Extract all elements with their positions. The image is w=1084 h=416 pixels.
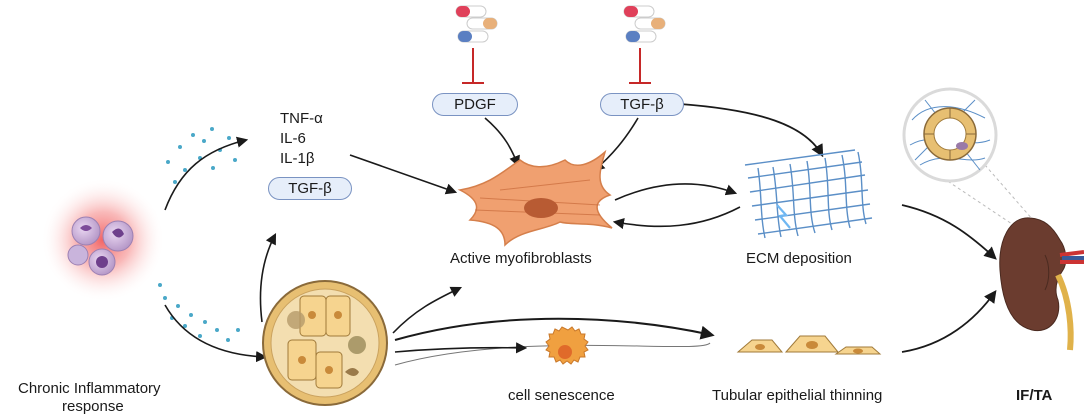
tgf-beta-left-pill: TGF-β xyxy=(268,177,352,200)
ecm-mesh-icon xyxy=(744,149,873,239)
arrow-tubule-long-curve xyxy=(394,342,711,366)
arrow-myofibroblast-to-ecm xyxy=(614,183,738,201)
ecm-label: ECM deposition xyxy=(746,250,852,267)
arrow-tubule-to-tgf xyxy=(259,233,277,323)
arrow-to-cytokines xyxy=(164,136,249,211)
arrow-cytokines-to-myofibroblast xyxy=(349,154,458,195)
tgf-beta-top-pill: TGF-β xyxy=(600,93,684,116)
myofibroblasts-label: Active myofibroblasts xyxy=(450,250,592,267)
arrow-to-tubule xyxy=(164,304,268,363)
epithelial-cell-icon xyxy=(736,335,882,355)
kidney-icon xyxy=(999,217,1084,351)
senescence-label: cell senescence xyxy=(508,387,615,404)
cytokine-tnf-label: TNF-α xyxy=(280,110,323,127)
inhibition-tgf xyxy=(629,48,651,84)
outcome-label: IF/TA xyxy=(1016,387,1053,404)
cytokine-il1b-label: IL-1β xyxy=(280,150,315,167)
inhibition-pdgf xyxy=(462,48,484,84)
chronic-label-line1: Chronic Inflammatory xyxy=(18,380,161,397)
arrow-pdgf-to-myofibroblast xyxy=(484,117,520,168)
arrow-tgf-to-ecm xyxy=(679,103,824,158)
chronic-label-line2: response xyxy=(62,398,124,415)
arrow-ecm-to-myofibroblast xyxy=(612,206,741,230)
cytokine-dots-upper xyxy=(166,127,237,184)
capsule-icon xyxy=(455,5,498,43)
tubule-cross-section-icon xyxy=(262,280,388,406)
capsule-icon xyxy=(623,5,666,43)
cytokine-il6-label: IL-6 xyxy=(280,130,306,147)
senescent-cell-icon xyxy=(545,326,589,365)
inflammatory-cells-icon xyxy=(41,178,165,302)
myofibroblast-icon xyxy=(457,149,613,247)
arrow-tubule-to-myofibroblast xyxy=(392,286,463,334)
arrow-ecm-to-kidney xyxy=(901,204,997,260)
arrow-tubule-to-senescence xyxy=(394,342,528,354)
pdgf-pill: PDGF xyxy=(432,93,518,116)
arrow-tubule-to-thinning xyxy=(394,317,715,341)
cytokine-dots-lower xyxy=(158,283,240,342)
arrow-thinning-to-kidney xyxy=(901,289,997,353)
magnified-tubule-icon xyxy=(902,87,1041,229)
tubular-label: Tubular epithelial thinning xyxy=(712,387,883,404)
